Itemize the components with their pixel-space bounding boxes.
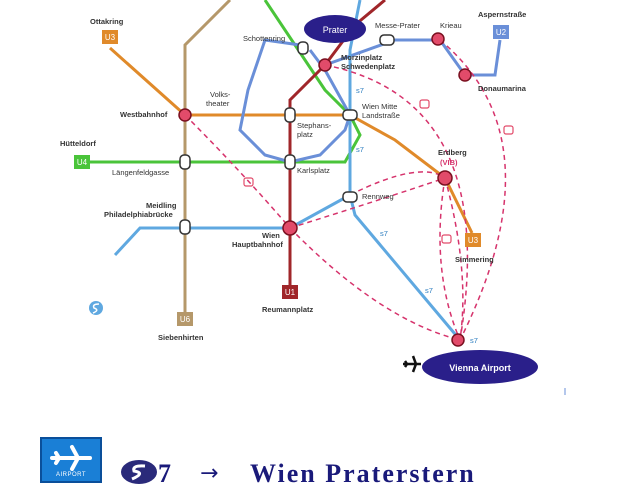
interchange-capsules	[179, 34, 395, 235]
label-wien-mitte-2: Landstraße	[362, 111, 400, 120]
train-icon	[503, 125, 514, 135]
prater-callout	[304, 15, 366, 43]
label-rennweg: Rennweg	[362, 192, 394, 201]
s7-label: s7	[470, 336, 478, 345]
label-meidling-1: Meidling	[146, 201, 177, 210]
station-airport	[451, 333, 465, 347]
svg-text:U6: U6	[180, 315, 191, 324]
label-morzinplatz-2: Schwedenplatz	[341, 62, 395, 71]
label-aspernstrasse: Aspernstraße	[478, 10, 526, 19]
label-stephansplatz-1: Stephans-	[297, 121, 332, 130]
label-reumannplatz: Reumannplatz	[262, 305, 314, 314]
sbahn-logo-icon	[121, 460, 157, 484]
label-schottenring: Schottenring	[243, 34, 285, 43]
label-wien-hbf-2: Hauptbahnhof	[232, 240, 283, 249]
train-icon	[419, 99, 430, 109]
label-ottakring: Ottakring	[90, 17, 124, 26]
route-bar: AIRPORT 7 → Wien Praterstern	[40, 437, 600, 487]
label-donaumarina: Donaumarina	[478, 84, 527, 93]
cat-routes	[184, 39, 507, 341]
label-siebenhirten: Siebenhirten	[158, 333, 204, 342]
label-simmering: Simmering	[455, 255, 494, 264]
s7-label: s7	[380, 229, 388, 238]
svg-text:U3: U3	[468, 236, 479, 245]
prater-callout-label: Prater	[323, 25, 348, 35]
airport-sign-label: AIRPORT	[55, 472, 87, 478]
station-donaumarina	[458, 68, 472, 82]
plane-icon	[50, 445, 92, 471]
label-volkstheater-1: Volks-	[210, 90, 231, 99]
badge-u2	[493, 25, 509, 39]
label-erdberg-1: Erdberg	[438, 148, 467, 157]
train-icons	[243, 99, 514, 244]
label-stephansplatz-2: platz	[297, 130, 313, 139]
label-volkstheater-2: theater	[206, 99, 230, 108]
label-westbahnhof: Westbahnhof	[120, 110, 168, 119]
label-morzinplatz-1: Morzinplatz	[341, 53, 382, 62]
badge-u6	[177, 312, 193, 326]
station-erdberg	[437, 170, 453, 186]
label-karlsplatz: Karlsplatz	[297, 166, 330, 175]
u6-line	[183, 0, 232, 312]
s7-label: s7	[356, 145, 364, 154]
train-icon	[243, 177, 254, 187]
label-meidling-2: Philadelphiabrücke	[104, 210, 173, 219]
label-messe-prater: Messe-Prater	[375, 21, 421, 30]
train-icon	[441, 234, 452, 244]
badge-u3-east	[465, 233, 481, 247]
badge-u1	[282, 285, 298, 299]
vienna-airport-callout	[422, 350, 538, 384]
badges: U3 U4 U6 U1 U2 U3	[74, 25, 509, 326]
station-wien-hbf	[282, 220, 298, 236]
label-krieau: Krieau	[440, 21, 462, 30]
svg-text:U4: U4	[77, 158, 88, 167]
arrow-right-icon: →	[200, 461, 219, 486]
line-number: 7	[158, 459, 171, 488]
s7-label: s7	[356, 86, 364, 95]
plane-icon	[403, 355, 421, 373]
svg-text:U1: U1	[285, 288, 296, 297]
label-huetteldorf: Hütteldorf	[60, 139, 96, 148]
s7-line	[348, 0, 462, 341]
transit-map: U3 U4 U6 U1 U2 U3 Ottakring Hütteldorf W…	[60, 0, 566, 395]
station-morzinplatz	[318, 58, 332, 72]
transfer-stations	[178, 32, 472, 347]
badge-u4	[74, 155, 90, 169]
station-krieau	[431, 32, 445, 46]
u2-line	[238, 38, 352, 164]
airport-sign: AIRPORT	[40, 437, 102, 483]
label-erdberg-2: (VIB)	[440, 158, 458, 167]
sbahn-map-logo-icon	[89, 301, 103, 315]
s7-label: s7	[425, 286, 433, 295]
s-west-line	[113, 193, 351, 257]
station-westbahnhof	[178, 108, 192, 122]
label-wien-hbf-1: Wien	[262, 231, 280, 240]
svg-text:U3: U3	[105, 33, 116, 42]
destination-label: Wien Praterstern	[250, 459, 476, 488]
svg-text:U2: U2	[496, 28, 507, 37]
vienna-airport-callout-label: Vienna Airport	[449, 363, 511, 373]
label-wien-mitte-1: Wien Mitte	[362, 102, 397, 111]
badge-u3-west	[102, 30, 118, 44]
label-laengenfeldgasse: Längenfeldgasse	[112, 168, 169, 177]
